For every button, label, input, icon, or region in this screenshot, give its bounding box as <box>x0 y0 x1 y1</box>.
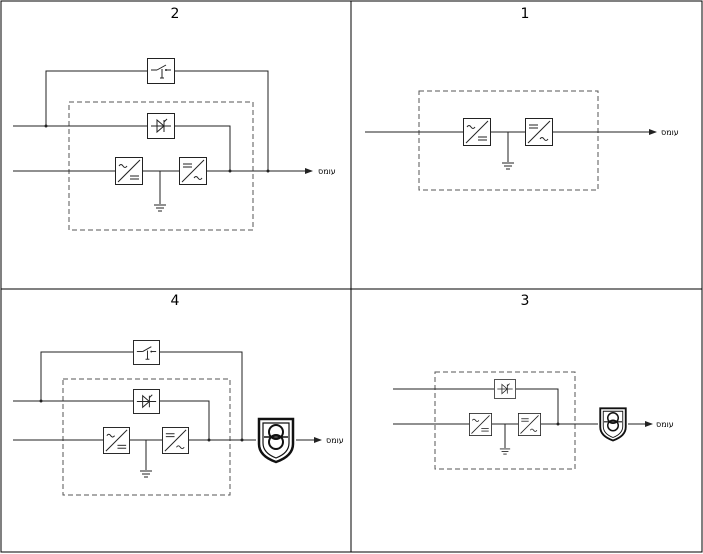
inverter-icon <box>162 427 189 454</box>
ups-enclosure <box>418 90 599 191</box>
inverter-icon <box>518 413 541 436</box>
panel-number: 2 <box>171 6 180 22</box>
static-switch-icon <box>133 389 160 414</box>
inverter-icon <box>179 157 207 185</box>
transformer-icon <box>599 407 627 442</box>
ups-enclosure <box>68 101 254 231</box>
panel-4: 4 עומס <box>13 293 344 496</box>
rectifier-icon <box>469 413 492 436</box>
transformer-icon <box>257 417 295 464</box>
load-label: עומס <box>661 128 679 137</box>
panel-number: 3 <box>521 293 530 309</box>
load-label: עומס <box>326 436 344 445</box>
ground-icon <box>501 162 515 170</box>
panel-number: 4 <box>171 293 180 309</box>
rectifier-icon <box>103 427 130 454</box>
ground-icon <box>153 204 167 212</box>
manual-switch-icon <box>147 58 175 84</box>
ground-icon <box>499 448 511 455</box>
panel-2: 2 עומס <box>13 6 336 231</box>
rectifier-icon <box>463 118 491 146</box>
rectifier-icon <box>115 157 143 185</box>
inverter-icon <box>525 118 553 146</box>
ground-icon <box>139 470 153 478</box>
ups-enclosure <box>434 371 576 470</box>
load-label: עומס <box>318 167 336 176</box>
manual-switch-icon <box>133 340 160 365</box>
panel-3: 3 עומס <box>393 293 674 470</box>
static-switch-icon <box>147 113 175 139</box>
panel-number: 1 <box>521 6 530 22</box>
load-label: עומס <box>656 420 674 429</box>
static-switch-icon <box>494 379 516 399</box>
ups-enclosure <box>62 378 231 496</box>
panel-1: 1 עומס <box>365 6 679 191</box>
